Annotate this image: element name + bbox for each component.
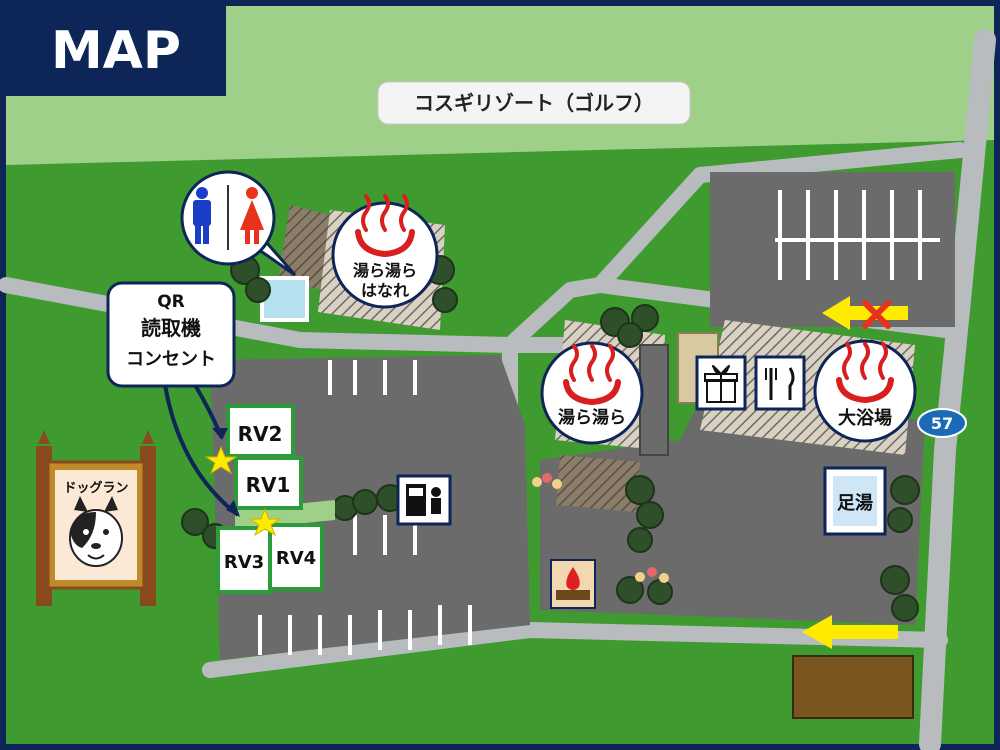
arrowhead-1: [212, 428, 228, 440]
restroom-icon: [180, 170, 297, 277]
rv-spot-rv1: [234, 456, 303, 510]
onsen-icon: [836, 342, 894, 404]
onsen-hanare-marker: 湯ら湯ら はなれ: [331, 194, 439, 309]
rv-spot-rv4: [268, 523, 324, 591]
onsen-hanare-label-1: 湯ら湯ら: [353, 261, 417, 280]
parking-lines-northeast: [775, 190, 940, 280]
route-number: 57: [931, 414, 953, 433]
onsen-yurayura-marker: 湯ら湯ら: [540, 341, 644, 445]
parking-lot-northeast: [710, 172, 955, 327]
onsen-daiyokujo-marker: 大浴場: [813, 339, 917, 443]
onsen-yurayura-label: 湯ら湯ら: [558, 408, 626, 428]
building-yurayura-annex: [556, 455, 640, 512]
dog-run-label: ドッグラン: [63, 480, 128, 496]
onsen-daiyokujo-label: 大浴場: [838, 407, 892, 429]
star-markers: [204, 445, 282, 537]
dirt-area: [792, 655, 914, 719]
building-corridor: [639, 344, 669, 456]
rv-label-rv1: RV1: [246, 473, 291, 497]
entry-arrow-top: [822, 296, 908, 330]
ashiyu-label: 足湯: [837, 493, 873, 514]
kiosk-note-line3: コンセント: [126, 349, 216, 370]
arrowhead-2: [226, 500, 240, 517]
map-title: MAP: [51, 21, 181, 81]
ashiyu-marker: 足湯: [823, 466, 887, 536]
rv-label-rv2: RV2: [238, 422, 283, 446]
kiosk-note-line1: QR: [157, 292, 185, 312]
gift-icon: [695, 355, 747, 411]
onsen-hanare-label-2: はなれ: [361, 281, 409, 300]
rv-spots: RV2 RV1 RV3 RV4: [216, 404, 324, 594]
parking-lot-east: [540, 400, 925, 625]
flowers: [532, 473, 669, 583]
rv-label-rv3: RV3: [224, 552, 264, 573]
star-marker-icon: [204, 445, 238, 475]
dog-icon: [69, 496, 123, 567]
parking-lines-main: [258, 360, 472, 655]
entry-arrow-bottom: [802, 615, 898, 649]
rv-label-rv4: RV4: [276, 548, 316, 569]
vending-machine-icon: [396, 474, 452, 526]
kiosk-note-line2: 読取機: [141, 316, 201, 340]
title-box: [6, 6, 226, 96]
trees: [181, 255, 920, 622]
kiosk-note: QR 読取機 コンセント: [106, 281, 236, 388]
star-marker-icon: [248, 507, 282, 537]
onsen-icon: [563, 344, 621, 406]
route-badge: 57: [917, 408, 967, 438]
area-label: コスギリゾート（ゴルフ）: [414, 91, 654, 115]
restaurant-icon: [754, 355, 806, 411]
campfire-icon: [550, 559, 596, 609]
dog-run-sign: ドッグラン: [36, 430, 156, 606]
onsen-icon: [355, 194, 415, 258]
area-label-box: [377, 81, 691, 125]
